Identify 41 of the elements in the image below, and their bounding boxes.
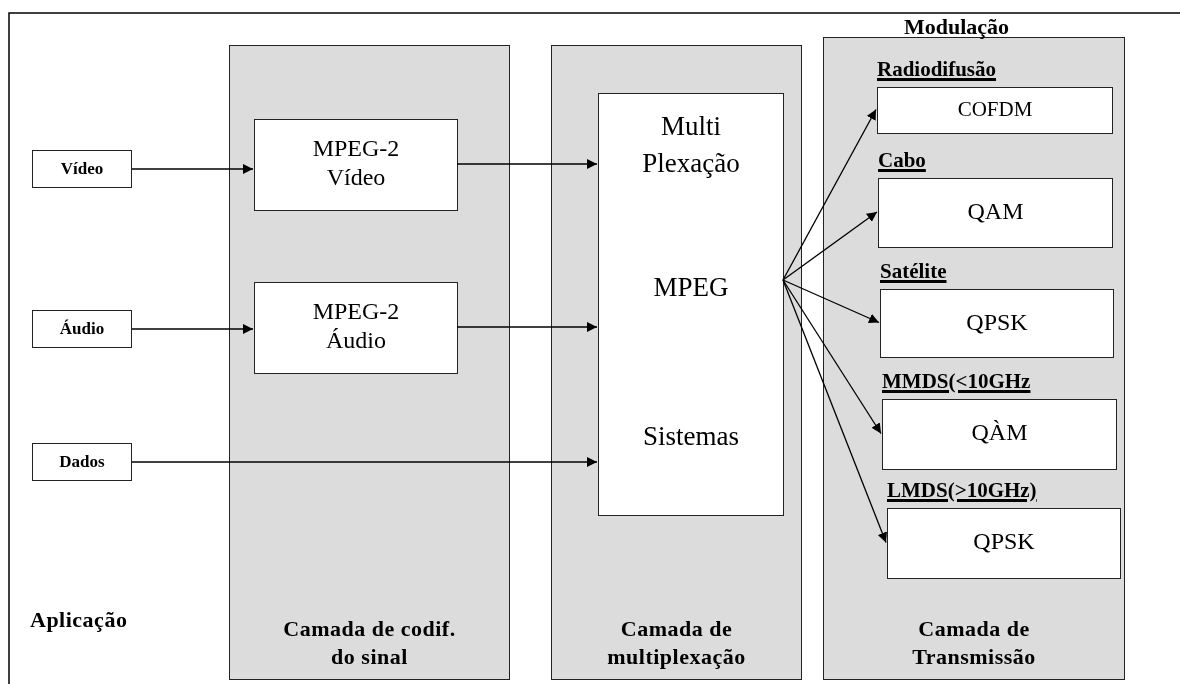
box-label: Áudio [58, 319, 106, 339]
layer-title: Aplicação [30, 606, 128, 634]
arrow [456, 322, 598, 332]
arrow [782, 108, 877, 281]
layer-panel [229, 45, 510, 680]
input-box [32, 310, 132, 348]
box-label: MPEG [652, 271, 730, 304]
arrow [456, 159, 598, 169]
section-heading: Modulação [904, 14, 1010, 40]
box-label: Vídeo [59, 159, 105, 179]
section-heading: MMDS(<10GHz [882, 369, 1031, 394]
input-box [32, 150, 132, 188]
box-label: Sistemas [642, 420, 740, 453]
arrow [131, 457, 598, 467]
box-label: Multi Plexação [641, 110, 741, 180]
arrow [782, 279, 882, 435]
box-label: QÀM [970, 418, 1029, 447]
box-label: MPEG-2 Áudio [311, 297, 401, 355]
box-label: QPSK [972, 527, 1036, 556]
box-label: QAM [966, 197, 1025, 226]
layer-panel [551, 45, 802, 680]
layer-title: Camada de Transmissão [911, 615, 1037, 671]
process-box [254, 282, 458, 374]
section-heading: Cabo [878, 148, 926, 173]
box-label: MPEG-2 Vídeo [311, 134, 401, 192]
arrow [131, 164, 254, 174]
layer-title: Camada de multiplexação [606, 615, 747, 671]
box-label: Dados [58, 452, 106, 472]
box-label: QPSK [965, 308, 1029, 337]
box-label: COFDM [956, 96, 1034, 123]
arrow [782, 279, 887, 544]
section-heading: LMDS(>10GHz) [887, 478, 1037, 503]
process-box [598, 93, 784, 516]
section-heading: Radiodifusão [877, 57, 997, 82]
process-box [254, 119, 458, 211]
input-box [32, 443, 132, 481]
layer-title: Camada de codif. do sinal [282, 615, 457, 671]
arrow [131, 324, 254, 334]
arrow [782, 279, 880, 324]
arrow [782, 211, 878, 281]
section-heading: Satélite [880, 259, 947, 284]
